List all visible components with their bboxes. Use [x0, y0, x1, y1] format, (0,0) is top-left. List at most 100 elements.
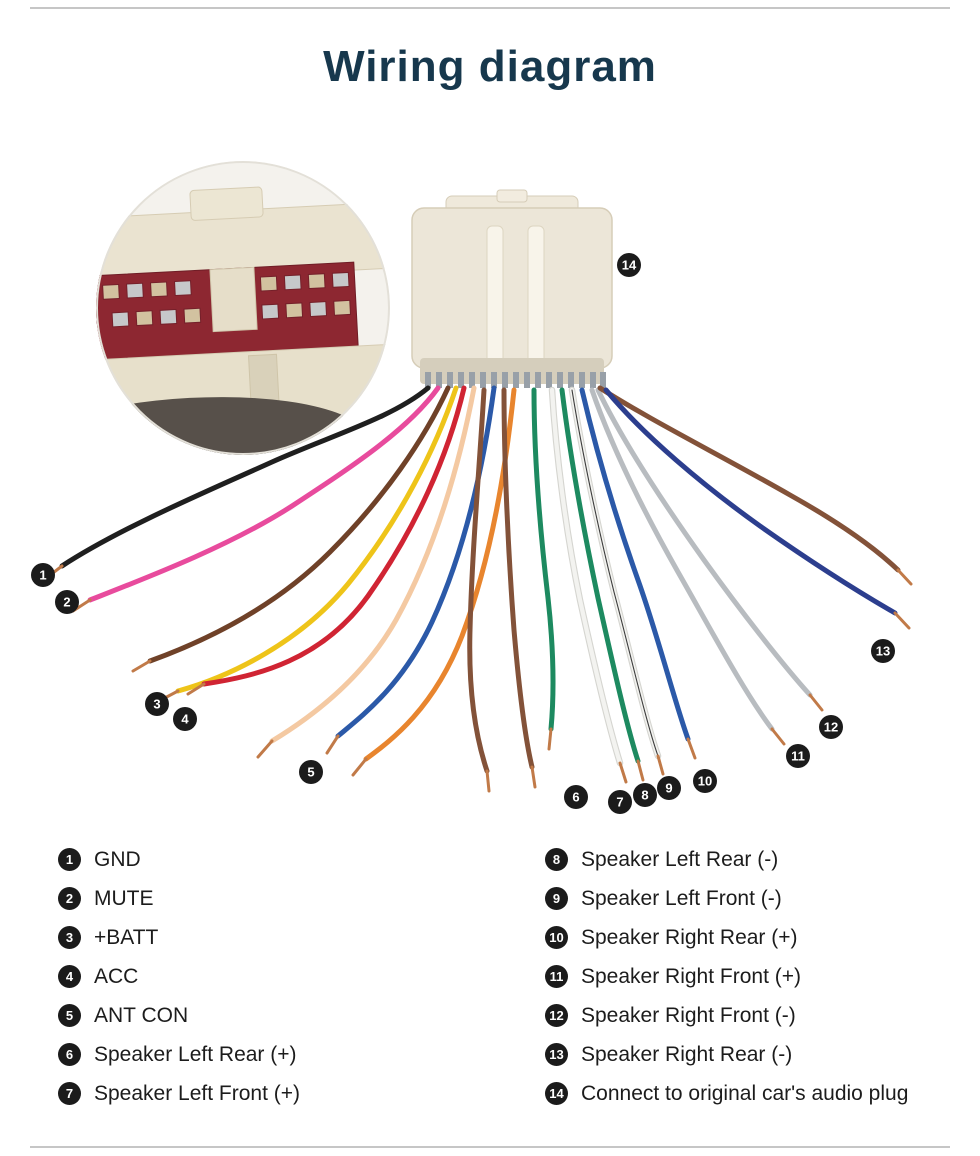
page-title: Wiring diagram: [323, 42, 657, 91]
diagram-badge-8: 8: [633, 783, 657, 807]
diagram-badge-13: 13: [871, 639, 895, 663]
legend-number-badge: 6: [58, 1043, 81, 1066]
diagram-badge-1: 1: [31, 563, 55, 587]
wire-brown-center-2: [501, 387, 535, 770]
legend-item-6: 6 Speaker Left Rear (+): [58, 1035, 300, 1074]
legend-number-badge: 9: [545, 887, 568, 910]
wire-crimps: [425, 372, 606, 388]
diagram-badge-14: 14: [617, 253, 641, 277]
diagram-badge-10: 10: [693, 769, 717, 793]
legend-item-2: 2 MUTE: [58, 879, 300, 918]
legend-number-badge: 3: [58, 926, 81, 949]
legend-number-badge: 14: [545, 1082, 568, 1105]
diagram-badge-3: 3: [145, 692, 169, 716]
legend-right-column: 8 Speaker Left Rear (-) 9 Speaker Left F…: [545, 840, 908, 1113]
legend-item-5: 5 ANT CON: [58, 996, 300, 1035]
wire-brown-left: [147, 385, 451, 664]
legend-label: Speaker Right Front (+): [581, 964, 802, 988]
connector-pins: [102, 271, 352, 328]
legend-label: Speaker Left Front (-): [581, 886, 782, 910]
svg-text:10: 10: [698, 774, 712, 789]
legend-item-1: 1 GND: [58, 840, 300, 879]
wire-brown-center-1: [467, 387, 490, 774]
legend-number-badge: 10: [545, 926, 568, 949]
bottom-divider: [30, 1146, 950, 1148]
legend-label: Speaker Left Rear (+): [94, 1042, 297, 1066]
legend-label: GND: [94, 847, 141, 871]
legend-number-badge: 12: [545, 1004, 568, 1027]
wire-batt-yellow: [175, 385, 459, 694]
legend-label: ACC: [94, 964, 139, 988]
wire-white-9-stripe: [571, 389, 659, 757]
legend-item-4: 4 ACC: [58, 957, 300, 996]
legend-label: Speaker Left Rear (-): [581, 847, 779, 871]
diagram-badge-11: 11: [786, 744, 810, 768]
wire-acc-red: [201, 385, 467, 687]
diagram-badge-4: 4: [173, 707, 197, 731]
legend-label: MUTE: [94, 886, 154, 910]
diagram-badge-5: 5: [299, 760, 323, 784]
legend-number-badge: 1: [58, 848, 81, 871]
legend-label: Speaker Right Rear (-): [581, 1042, 793, 1066]
wire-green-mid: [531, 387, 556, 732]
legend-item-9: 9 Speaker Left Front (-): [545, 879, 908, 918]
legend-number-badge: 8: [545, 848, 568, 871]
wire-mute-pink: [87, 385, 441, 603]
legend-item-12: 12 Speaker Right Front (-): [545, 996, 908, 1035]
svg-text:8: 8: [641, 788, 648, 803]
wire-gray-12: [595, 387, 813, 698]
wires: [59, 385, 901, 774]
legend-item-8: 8 Speaker Left Rear (-): [545, 840, 908, 879]
copper-wire-tips: [43, 564, 913, 793]
svg-text:2: 2: [63, 595, 70, 610]
legend-number-badge: 13: [545, 1043, 568, 1066]
wire-brown-right: [597, 385, 901, 573]
wire-blue-10: [579, 387, 691, 742]
legend-label: Connect to original car's audio plug: [581, 1081, 909, 1105]
svg-text:9: 9: [665, 781, 672, 796]
svg-text:11: 11: [791, 749, 805, 764]
wiring-harness-photo: 1 2 3 4 5 6 7 8 9 10 11 12 13 14: [31, 161, 913, 814]
legend-number-badge: 4: [58, 965, 81, 988]
legend-label: Speaker Right Front (-): [581, 1003, 796, 1027]
legend-label: Speaker Right Rear (+): [581, 925, 798, 949]
legend-number-badge: 5: [58, 1004, 81, 1027]
wire-white-7: [549, 387, 623, 766]
legend-item-7: 7 Speaker Left Front (+): [58, 1074, 300, 1113]
svg-text:13: 13: [876, 644, 890, 659]
svg-text:12: 12: [824, 720, 838, 735]
diagram-badge-2: 2: [55, 590, 79, 614]
connector-closeup-inset: [96, 161, 390, 455]
harness-connector: [411, 189, 613, 388]
legend-item-10: 10 Speaker Right Rear (+): [545, 918, 908, 957]
top-divider: [30, 7, 950, 9]
wire-gnd-black: [59, 385, 431, 569]
wire-antcon-peach: [269, 385, 477, 744]
legend-item-13: 13 Speaker Right Rear (-): [545, 1035, 908, 1074]
legend-label: ANT CON: [94, 1003, 189, 1027]
wire-gray-11: [589, 387, 775, 732]
svg-text:1: 1: [39, 568, 46, 583]
legend-number-badge: 2: [58, 887, 81, 910]
svg-text:4: 4: [181, 712, 189, 727]
legend-left-column: 1 GND 2 MUTE 3 +BATT 4 ACC 5 ANT CON 6 S…: [58, 840, 300, 1113]
svg-text:5: 5: [307, 765, 314, 780]
legend-number-badge: 11: [545, 965, 568, 988]
diagram-badge-9: 9: [657, 776, 681, 800]
svg-text:6: 6: [572, 790, 579, 805]
legend-item-11: 11 Speaker Right Front (+): [545, 957, 908, 996]
wire-green-8: [559, 387, 641, 764]
svg-text:7: 7: [616, 795, 623, 810]
diagram-badge-7: 7: [608, 790, 632, 814]
legend-label: +BATT: [94, 925, 159, 949]
wire-navy-13: [603, 387, 898, 616]
wiring-legend: 1 GND 2 MUTE 3 +BATT 4 ACC 5 ANT CON 6 S…: [0, 840, 980, 1120]
diagram-badge-6: 6: [564, 785, 588, 809]
legend-item-14: 14 Connect to original car's audio plug: [545, 1074, 908, 1113]
wire-orange: [363, 387, 517, 762]
svg-text:3: 3: [153, 697, 160, 712]
legend-item-3: 3 +BATT: [58, 918, 300, 957]
svg-text:14: 14: [622, 258, 637, 273]
wire-blue-mid: [335, 385, 497, 739]
